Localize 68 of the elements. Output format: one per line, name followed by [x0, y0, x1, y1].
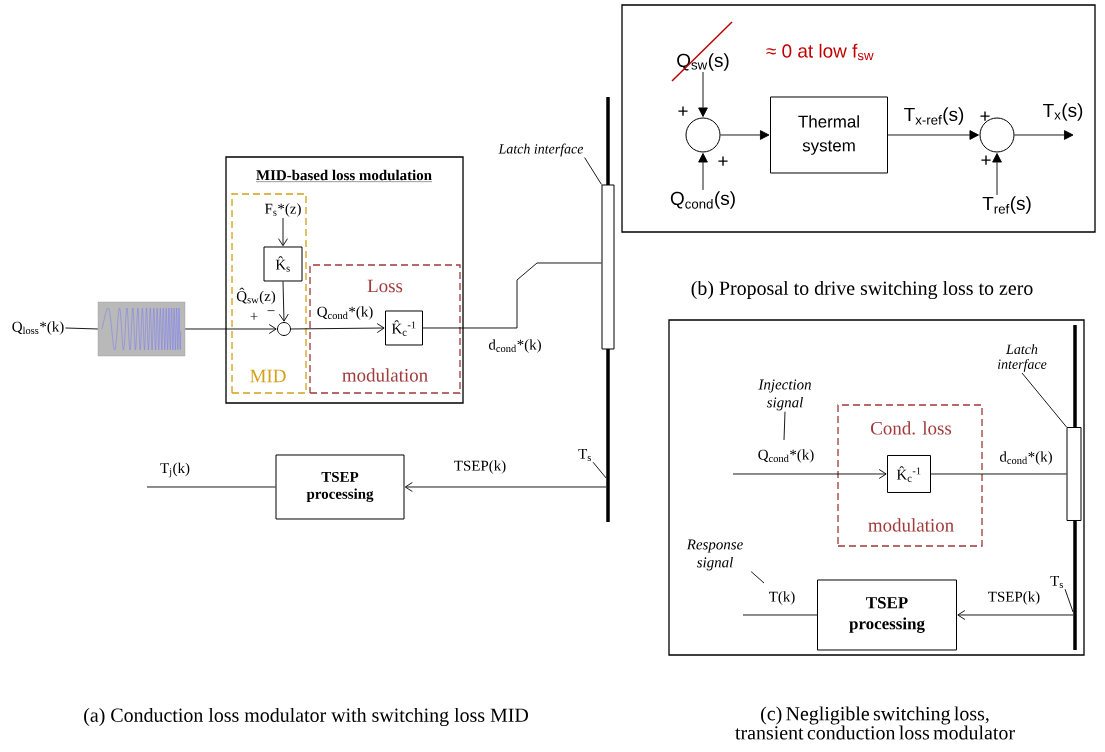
processing-box: TSEP processing [275, 454, 405, 520]
leader-line [1064, 588, 1074, 613]
arrow [278, 217, 288, 247]
annotation-text: ≈ 0 at low f$_{sw}$ [766, 43, 874, 61]
signal-label: T$_{s}$ [1050, 576, 1063, 588]
leader-line [750, 571, 765, 584]
block-box: K̂$_{c}$-1 [385, 310, 423, 346]
edge-label: TSEP(k) [452, 459, 508, 475]
signal-line [146, 486, 276, 488]
signal-label: T$_{s}$ [578, 449, 591, 461]
sign-label: + [250, 312, 258, 320]
latch-bar [1066, 427, 1082, 521]
panel-frame [668, 319, 1085, 656]
arrow [992, 153, 1002, 196]
sign-label: + [980, 111, 990, 121]
sum-junction-circle [685, 117, 721, 153]
edge-label: T(k) [767, 590, 797, 606]
edge-label: Q̂$_{sw}$(z) [235, 286, 277, 306]
signal-label: Q$_{cond}$(s) [670, 191, 735, 209]
signal-line [422, 262, 602, 329]
leader-line [783, 411, 786, 441]
signal-label: Q$_{loss}$*(k) [12, 321, 64, 335]
latch-bar [601, 184, 615, 350]
processing-box: TSEP processing [817, 579, 957, 651]
edge-label: T$_{x}$(s) [1041, 102, 1085, 122]
signal-label: Q$_{sw}$(s) [677, 53, 729, 71]
caption: (a) Conduction loss modulator with switching loss MID [84, 707, 528, 727]
edge-label: d$_{cond}$*(k) [487, 338, 543, 354]
arrow [720, 130, 770, 140]
leader-line [592, 461, 607, 479]
arrow [278, 281, 289, 322]
edge-label: TSEP(k) [986, 590, 1042, 606]
arrow [404, 482, 607, 492]
panel-frame [621, 4, 1096, 233]
arrow [1014, 130, 1074, 140]
arrow [698, 71, 708, 117]
edge-label: Q$_{cond}$*(k) [315, 305, 375, 321]
signal-label: F$_{s}$*(z) [265, 203, 301, 217]
arrow [698, 153, 708, 191]
signal-line [742, 614, 818, 616]
arrow [184, 324, 277, 334]
leader-line [584, 157, 602, 185]
arrow [957, 610, 1074, 620]
signal-line [930, 473, 1067, 475]
block-box: K̂$_{c}$-1 [887, 455, 931, 493]
caption: (c) Negligible switching loss, transient conduction loss modulator [735, 706, 1015, 740]
sign-label: − [267, 310, 275, 312]
callout-text: Latch interface [498, 143, 584, 157]
edge-label: Q$_{cond}$*(k) [756, 448, 816, 464]
signal-line [65, 327, 99, 330]
callout-text: Injection signal [758, 379, 811, 411]
signal-label: T$_{ref}$(s) [982, 196, 1031, 214]
arrow [887, 130, 979, 140]
sine-sweep-drawing [97, 301, 186, 357]
sign-label: + [678, 106, 688, 116]
sign-label: + [718, 156, 728, 166]
sign-label: + [981, 155, 991, 165]
arrow [732, 469, 887, 479]
leader-line [1021, 372, 1067, 428]
arrow [290, 323, 385, 334]
thermal-system-box: Thermal system [770, 96, 888, 174]
caption: (b) Proposal to drive switching loss to zero [691, 280, 1033, 300]
edge-label: d$_{cond}$*(k) [998, 450, 1054, 466]
callout-text: Response signal [686, 539, 743, 571]
edge-label: T$_{j}$(k) [159, 461, 191, 479]
edge-label: T$_{x-ref}$(s) [902, 106, 966, 126]
block-box: K̂$_{s}$ [263, 246, 303, 282]
callout-text: Latch interface [998, 344, 1047, 372]
